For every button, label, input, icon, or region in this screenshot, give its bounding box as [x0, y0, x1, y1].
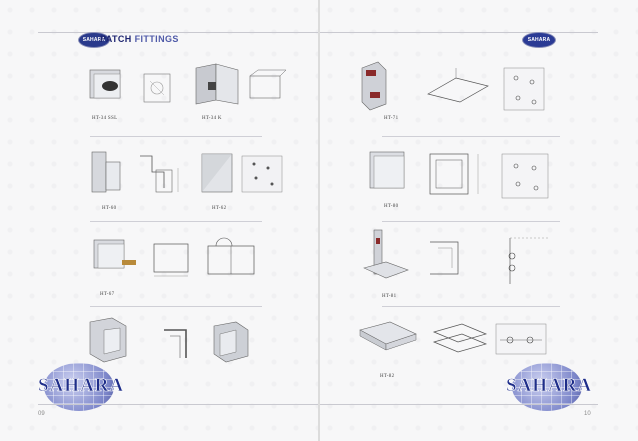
ht34k-image [195, 63, 287, 105]
ht80-image [369, 151, 549, 199]
product-code: HT-34 K [202, 116, 222, 121]
ht81-image [363, 229, 550, 284]
product-card-ht67: HT-67 [88, 232, 264, 297]
product-code: HT-60 [102, 206, 117, 211]
product-card-ht34ssl: HT-34 SSL [88, 62, 178, 121]
product-card-ht34k: HT-34 K [192, 60, 288, 121]
product-code: HT-62 [212, 206, 227, 211]
sahara-watermark-logo: SAHARA [506, 363, 592, 411]
footer-rule [320, 404, 598, 405]
watermark-text: SAHARA [506, 375, 593, 397]
header-rule [320, 32, 598, 33]
product-code: HT-67 [100, 292, 115, 297]
sahara-watermark-logo: SAHARA [38, 363, 124, 411]
row-divider [90, 306, 262, 307]
ht82-image [359, 321, 547, 355]
page-number: 09 [38, 411, 45, 417]
row-divider [90, 221, 262, 222]
product-card-ht71: HT-71 [356, 58, 556, 121]
row-divider [382, 221, 560, 222]
sahara-logo-small: SAHARA [78, 32, 110, 48]
product-card-corner-patch [86, 316, 266, 366]
ht60-image [91, 151, 179, 193]
sahara-logo-small: SAHARA [522, 32, 556, 48]
ht34ssl-image [89, 69, 171, 103]
ht67-image [93, 237, 255, 277]
footer-rule [38, 404, 318, 405]
product-code: HT-81 [382, 294, 397, 299]
section-title-bold: PATCH [100, 34, 132, 44]
row-divider [90, 136, 262, 137]
globe-grid [512, 363, 582, 411]
row-divider [382, 306, 560, 307]
product-code: HT-34 SSL [92, 116, 118, 121]
product-card-ht60: HT-60 [88, 148, 192, 211]
watermark-text: SAHARA [38, 375, 125, 397]
product-card-ht82: HT-82 [356, 314, 556, 379]
globe-icon [512, 363, 582, 411]
page-number: 10 [584, 411, 591, 417]
product-card-ht81: HT-81 [360, 228, 560, 299]
product-code: HT-80 [384, 204, 399, 209]
ht71-image [361, 61, 545, 111]
section-title-rest: FITTINGS [131, 34, 179, 44]
globe-grid [44, 363, 114, 411]
right-page: SAHARA HT-71 [320, 0, 638, 441]
product-code: HT-71 [384, 116, 399, 121]
product-card-ht80: HT-80 [362, 146, 558, 209]
gutter [318, 0, 320, 441]
product-card-ht62: HT-62 [198, 148, 288, 211]
globe-icon [44, 363, 114, 411]
header-rule [38, 32, 318, 33]
left-page: SAHARA PATCH FITTINGS HT-34 SSL [0, 0, 318, 441]
section-title: PATCH FITTINGS [100, 34, 179, 44]
background-pattern [0, 0, 318, 441]
product-code: HT-82 [380, 374, 395, 379]
ht62-image [201, 153, 283, 193]
row-divider [382, 136, 560, 137]
corner-patch-image [89, 317, 249, 363]
